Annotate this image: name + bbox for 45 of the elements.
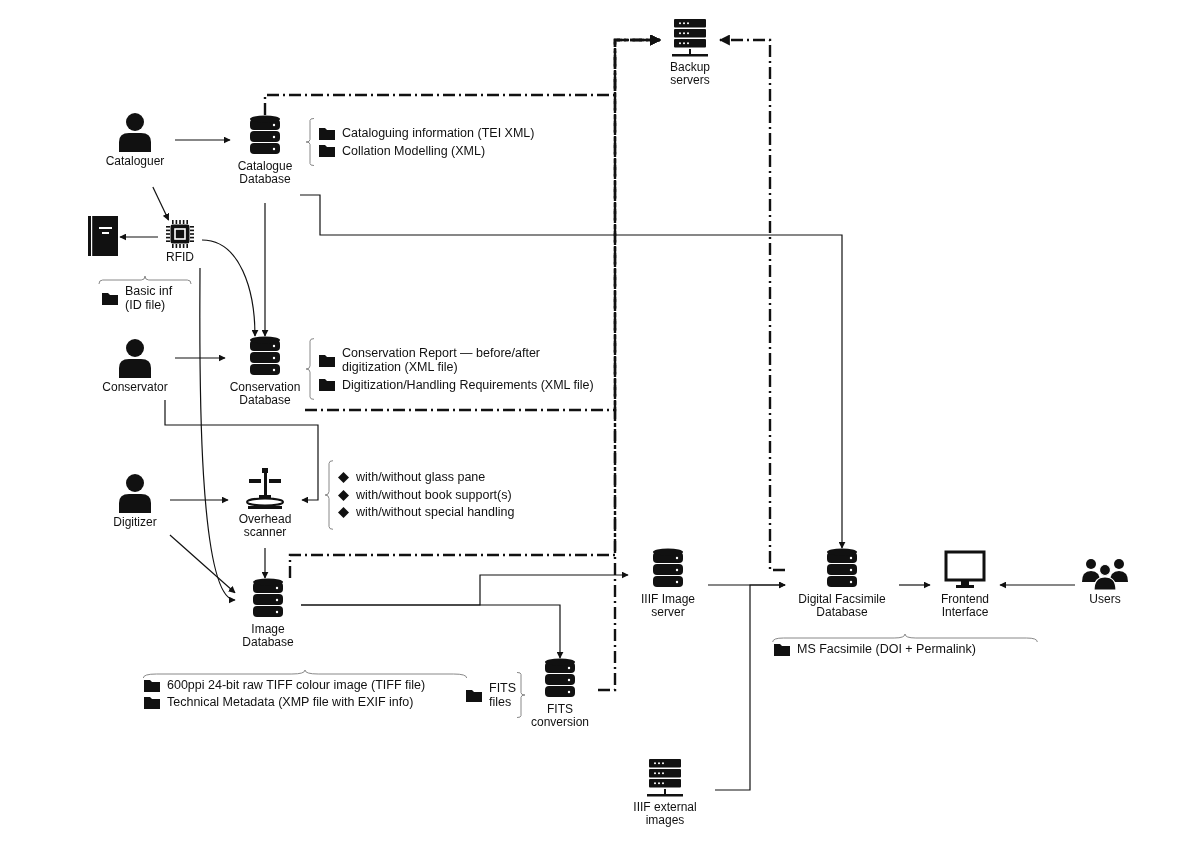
arrow (718, 34, 785, 572)
node-label: Frontend Interface (940, 593, 990, 620)
arrow (199, 267, 236, 601)
arrow (300, 604, 564, 659)
file-label: Digitization/Handling Requirements (XML file) (342, 377, 594, 393)
arrow (169, 496, 229, 504)
arrow (164, 399, 319, 504)
node-label: FITS conversion (530, 703, 590, 730)
option-text: with/without book support(s) (356, 487, 512, 503)
file-label: Conservation Report — before/after digitization (XML file) (342, 345, 542, 375)
node-label: Users (1089, 593, 1121, 607)
arrow (898, 581, 931, 589)
node-label: Cataloguer (105, 155, 165, 169)
arrow (201, 239, 259, 337)
arrow (169, 534, 236, 594)
arrow (119, 233, 159, 241)
file-label: Technical Metadata (XMP file with EXIF info) (167, 695, 414, 710)
arrow (152, 186, 170, 221)
node-label: Conservator (102, 381, 168, 395)
node-label: Digitizer (113, 516, 157, 530)
arrow (261, 202, 269, 337)
node-label: Conservation Database (228, 381, 302, 408)
node-label: Image Database (241, 623, 295, 650)
file-label: FITS files (489, 680, 517, 710)
node-label: IIIF Image server (640, 593, 696, 620)
arrow (299, 194, 846, 549)
file-label: Cataloguing information (TEI XML) (342, 126, 535, 141)
node-label: Catalogue Database (236, 160, 294, 187)
arrow (714, 581, 786, 791)
node-label: Overhead scanner (237, 513, 293, 540)
arrow (999, 581, 1076, 589)
arrow (174, 136, 231, 144)
file-label: Collation Modelling (XML) (342, 143, 486, 158)
file-label: MS Facsimile (DOI + Permalink) (797, 642, 976, 657)
option-text: with/without glass pane (356, 470, 486, 485)
arrow (598, 34, 662, 692)
node-label: Backup servers (669, 61, 711, 88)
arrow (261, 547, 269, 579)
option-text: with/without special handling (356, 505, 515, 520)
node-label: IIIF external images (632, 801, 698, 828)
arrow (174, 354, 226, 362)
file-label: Basic inf (ID file) (125, 284, 174, 313)
file-label: 600ppi 24-bit raw TIFF colour image (TIFF file) (167, 678, 426, 693)
node-label: Digital Facsimile Database (797, 593, 887, 620)
node-label: RFID (166, 251, 194, 265)
